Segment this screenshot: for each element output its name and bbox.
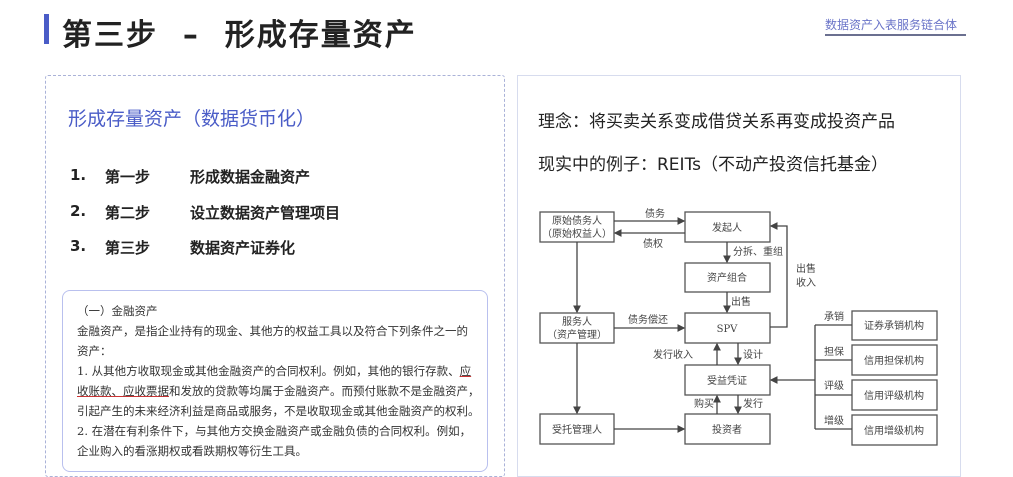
edge-label: 分拆、重组 [733,245,783,258]
diagram-arrows [573,217,852,433]
box-label: 资产组合 [707,271,747,284]
text: 1. 从其他方收取现金或其他金融资产的合同权利。例如，其他的银行存款、 [77,364,460,378]
box-label: 证券承销机构 [864,319,924,332]
abs-flow-diagram: 原始债务人 （原始权益人） 发起人 资产组合 SPV 服务人 （资产管理） 受益… [539,207,938,446]
edge-label: 出售 [796,262,816,275]
edge-label: 承销 [824,310,844,323]
edge-label: 增级 [824,414,844,427]
edge-label: 评级 [824,380,844,392]
edge-label: 债务偿还 [628,313,668,326]
step-text: 数据资产证券化 [190,239,296,257]
box-label: 信用评级机构 [864,389,924,402]
box-spv [684,312,771,344]
edge-label: 发行收入 [653,348,693,361]
box-guarantor [851,344,938,376]
edge-label: 债权 [643,237,663,250]
box-label: 原始债务人 [552,214,602,227]
box-label: （原始权益人） [542,227,612,240]
excerpt-line: 收账款、应收票据和发放的贷款等均属于金融资产。而预付账款不是金融资产， [63,381,487,401]
edge-label: 债务 [645,207,665,220]
box-label: 信用增级机构 [864,424,924,437]
edge-label: 设计 [743,348,763,361]
excerpt-line: 1. 从其他方收取现金或其他金融资产的合同权利。例如，其他的银行存款、应 [63,361,487,381]
brand-underline [825,34,966,36]
excerpt-line: 金融资产，是指企业持有的现金、其他方的权益工具以及符合下列条件之一的 [77,324,468,338]
step-text: 形成数据金融资产 [190,168,311,186]
left-panel-title: 形成存量资产（数据货币化） [68,108,316,130]
box-asset-pool [684,262,771,293]
step-num: 1. [70,166,87,184]
concept-text: 理念：将买卖关系变成借贷关系再变成投资产品 [538,112,895,132]
step-label: 第一步 [105,168,151,186]
edge-label: 购买 [694,397,714,410]
excerpt-line: 2. 在潜在有利条件下，与其他方交换金融资产或金融负债的合同权利。例如， [77,424,472,438]
brand-label: 数据资产入表服务链合体 [825,18,958,32]
text: 和发放的贷款等均属于金融资产。而预付账款不是金融资产， [169,384,480,398]
example-text: 现实中的例子：REITs（不动产投资信托基金） [538,155,888,175]
box-label: 服务人 [562,315,592,328]
edge-label: 担保 [824,345,844,358]
step-text: 设立数据资产管理项目 [190,204,341,222]
box-investor [684,413,771,445]
excerpt-heading: （一）金融资产 [77,304,158,318]
box-enhancer [851,414,938,446]
edge-label: 出售 [731,295,751,308]
box-label: 投资者 [712,423,742,436]
box-underwriter [851,310,938,341]
underlined-text: 收账款、应收票据 [77,384,169,398]
step-label: 第三步 [105,239,151,257]
box-label: （资产管理） [547,328,607,341]
excerpt-line: 引起产生的未来经济利益是商品或服务，不是收取现金或其他金融资产的权利。 [77,404,480,418]
step-label: 第二步 [105,204,151,222]
page-title: 第三步 – 形成存量资产 [62,18,417,53]
box-label: 受托管理人 [552,423,602,436]
box-rating [851,379,938,411]
box-label: 发起人 [712,221,742,234]
box-label: SPV [717,324,739,335]
step-num: 3. [70,237,87,255]
box-label: 受益凭证 [707,374,747,387]
underlined-text: 应 [459,364,472,378]
box-label: 信用担保机构 [864,354,924,367]
edge-label: 收入 [796,276,816,289]
edge-label: 发行 [743,397,763,410]
box-originator [684,211,771,243]
excerpt-line: 资产： [77,344,112,358]
step-num: 2. [70,202,87,220]
title-accent-bar [44,14,49,44]
